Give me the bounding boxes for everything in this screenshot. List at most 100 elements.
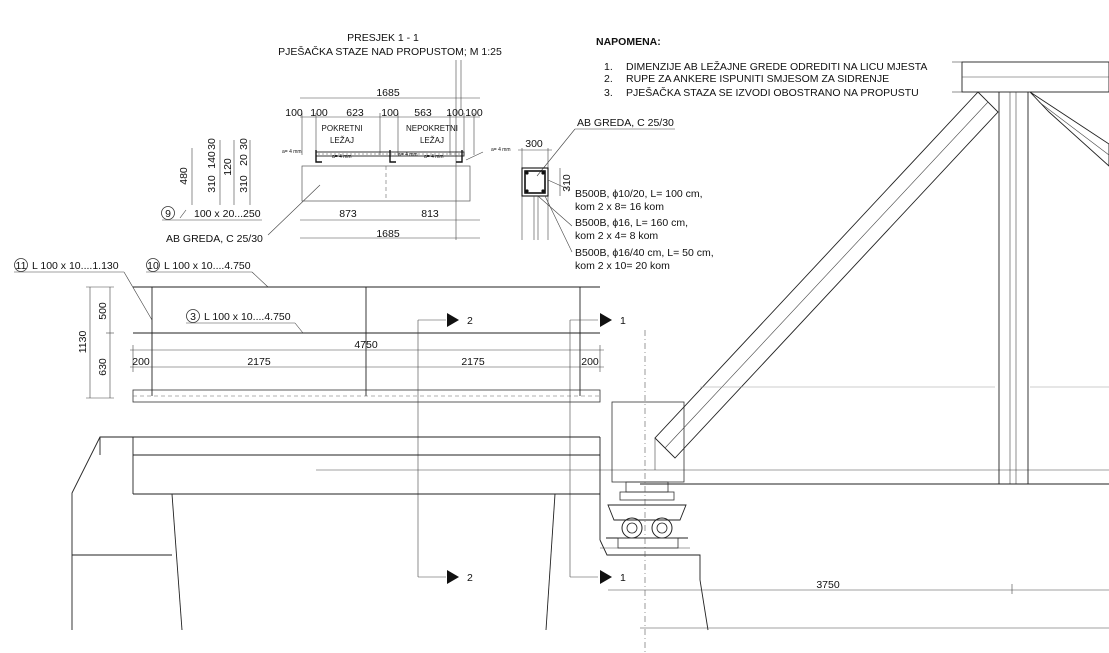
- angle-profile-left: [315, 150, 322, 163]
- pokretni-label-2: LEŽAJ: [330, 136, 354, 145]
- callout-3-circle: [186, 309, 200, 323]
- callout-3-text: L 100 x 10....4.750: [204, 311, 291, 323]
- beam-cross-section: [521, 167, 549, 197]
- plate-callout-text: 100 x 20...250: [194, 208, 261, 220]
- angle-profile-mid: [389, 150, 396, 163]
- rebar-dot-1: [525, 171, 529, 175]
- rebar-dot-3: [525, 189, 529, 193]
- seg-1: 100: [285, 107, 303, 119]
- section-subtitle: PJEŠAČKA STAZE NAD PROPUSTOM; M 1:25: [278, 45, 502, 58]
- rebar-3-line-1: B500B, ϕ16/40 cm, L= 50 cm,: [575, 247, 714, 259]
- nepokretni-label-2: LEŽAJ: [420, 136, 444, 145]
- rebar-2-line-2: kom 2 x 4= 8 kom: [575, 230, 658, 242]
- notes-heading: NAPOMENA:: [596, 36, 661, 48]
- beam-width-dim: 300: [525, 138, 543, 150]
- bearing: [606, 401, 688, 549]
- vdim-30b: 30: [238, 138, 250, 150]
- rebar-dot-2: [541, 171, 545, 175]
- span-3750: 3750: [816, 579, 840, 591]
- seg-200-right: 200: [581, 356, 599, 368]
- stirrup: [524, 170, 546, 194]
- callout-11-num: 11: [16, 260, 27, 272]
- pokretni-label-1: POKRETNI: [322, 124, 363, 133]
- callout-10-circle: [146, 258, 160, 272]
- railing-elevation: 11 L 100 x 10....1.130 10 L 100 x 10....…: [14, 258, 604, 403]
- note-2-num: 2.: [604, 73, 613, 85]
- seg-7: 100: [465, 107, 483, 119]
- weld-label-2: a= 4 mm: [332, 154, 352, 160]
- truss-diagonal-left: [654, 91, 999, 459]
- dim-813: 813: [421, 208, 439, 220]
- rebar-2-line-1: B500B, ϕ16, L= 160 cm,: [575, 217, 688, 229]
- section-arrow-2-top: [447, 313, 459, 327]
- callout-11-circle: [14, 258, 28, 272]
- bearing-roller-right: [651, 517, 673, 539]
- vdim-30a: 30: [206, 138, 218, 150]
- seg-5: 563: [414, 107, 432, 119]
- rebar-3-line-2: kom 2 x 10= 20 kom: [575, 260, 670, 272]
- weld-label-3: a= 4 mm: [398, 152, 418, 158]
- ab-beam-label: AB GREDA, C 25/30: [166, 233, 263, 245]
- notes-block: NAPOMENA: 1. DIMENZIJE AB LEŽAJNE GREDE …: [596, 36, 927, 99]
- dim-4750: 4750: [354, 339, 378, 351]
- truss-diagonal-right: [1029, 91, 1109, 167]
- rebar-1-line-1: B500B, ϕ10/20, L= 100 cm,: [575, 188, 703, 200]
- weld-label-1: a= 4 mm: [282, 149, 302, 155]
- section-mark-1-top: 1: [620, 315, 626, 327]
- truss: [640, 61, 1109, 485]
- nepokretni-label-1: NEPOKRETNI: [406, 124, 458, 133]
- note-2-text: RUPE ZA ANKERE ISPUNITI SMJESOM ZA SIDRE…: [626, 73, 889, 85]
- weld-label-5: a= 4 mm: [491, 147, 511, 153]
- bearing-roller-left: [621, 517, 643, 539]
- cross-section: 1685 100 100 623 100 563 100 100 POKRETN…: [161, 60, 511, 245]
- section-arrow-1-top: [600, 313, 612, 327]
- note-1-text: DIMENZIJE AB LEŽAJNE GREDE ODREDITI NA L…: [626, 60, 927, 73]
- weld-label-4: a= 4 mm: [424, 154, 444, 160]
- seg-2: 100: [310, 107, 328, 119]
- section-arrow-2-bottom: [447, 570, 459, 584]
- seg-200-left: 200: [132, 356, 150, 368]
- callout-10-num: 10: [147, 260, 159, 272]
- vdim-120: 120: [222, 158, 234, 176]
- section-mark-2-top: 2: [467, 315, 473, 327]
- note-3-text: PJEŠAČKA STAZA SE IZVODI OBOSTRANO NA PR…: [626, 86, 919, 99]
- callout-11-text: L 100 x 10....1.130: [32, 260, 119, 272]
- dim-top-1685: 1685: [376, 87, 400, 99]
- abutment-elevation: 3750: [71, 436, 1109, 631]
- beam-detail: AB GREDA, C 25/30 300 310 B500B, ϕ10/20,…: [518, 117, 714, 272]
- seg-4: 100: [381, 107, 399, 119]
- rebar-dot-4: [541, 189, 545, 193]
- vdim-310b: 310: [238, 175, 250, 193]
- beam-detail-title: AB GREDA, C 25/30: [577, 117, 674, 129]
- section-mark-2-bottom: 2: [467, 572, 473, 584]
- section-marks: 2 2 1 1: [417, 313, 626, 584]
- vdim-480: 480: [178, 167, 190, 185]
- vdim-140: 140: [206, 151, 218, 169]
- section-title: PRESJEK 1 - 1: [347, 32, 419, 44]
- seg-6: 100: [446, 107, 464, 119]
- vdim-1130: 1130: [77, 331, 89, 354]
- angle-profile-right: [456, 150, 463, 163]
- callout-10-text: L 100 x 10....4.750: [164, 260, 251, 272]
- seg-3: 623: [346, 107, 364, 119]
- plate-symbol: [179, 209, 187, 219]
- note-1-num: 1.: [604, 61, 613, 73]
- section-arrow-1-bottom: [600, 570, 612, 584]
- vdim-500: 500: [97, 302, 109, 320]
- note-3-num: 3.: [604, 87, 613, 99]
- seg-2175-right: 2175: [461, 356, 485, 368]
- plate-callout-circle: [161, 206, 175, 220]
- section-mark-1-bottom: 1: [620, 572, 626, 584]
- vdim-630: 630: [97, 358, 109, 376]
- plate-callout-num: 9: [165, 208, 171, 220]
- callout-3-num: 3: [190, 311, 196, 323]
- beam-height-dim: 310: [561, 174, 573, 192]
- rebar-1-line-2: kom 2 x 8= 16 kom: [575, 201, 664, 213]
- seg-2175-left: 2175: [247, 356, 271, 368]
- vdim-20: 20: [238, 154, 250, 166]
- vdim-310a: 310: [206, 175, 218, 193]
- dim-bottom-1685: 1685: [376, 228, 400, 240]
- dim-873: 873: [339, 208, 357, 220]
